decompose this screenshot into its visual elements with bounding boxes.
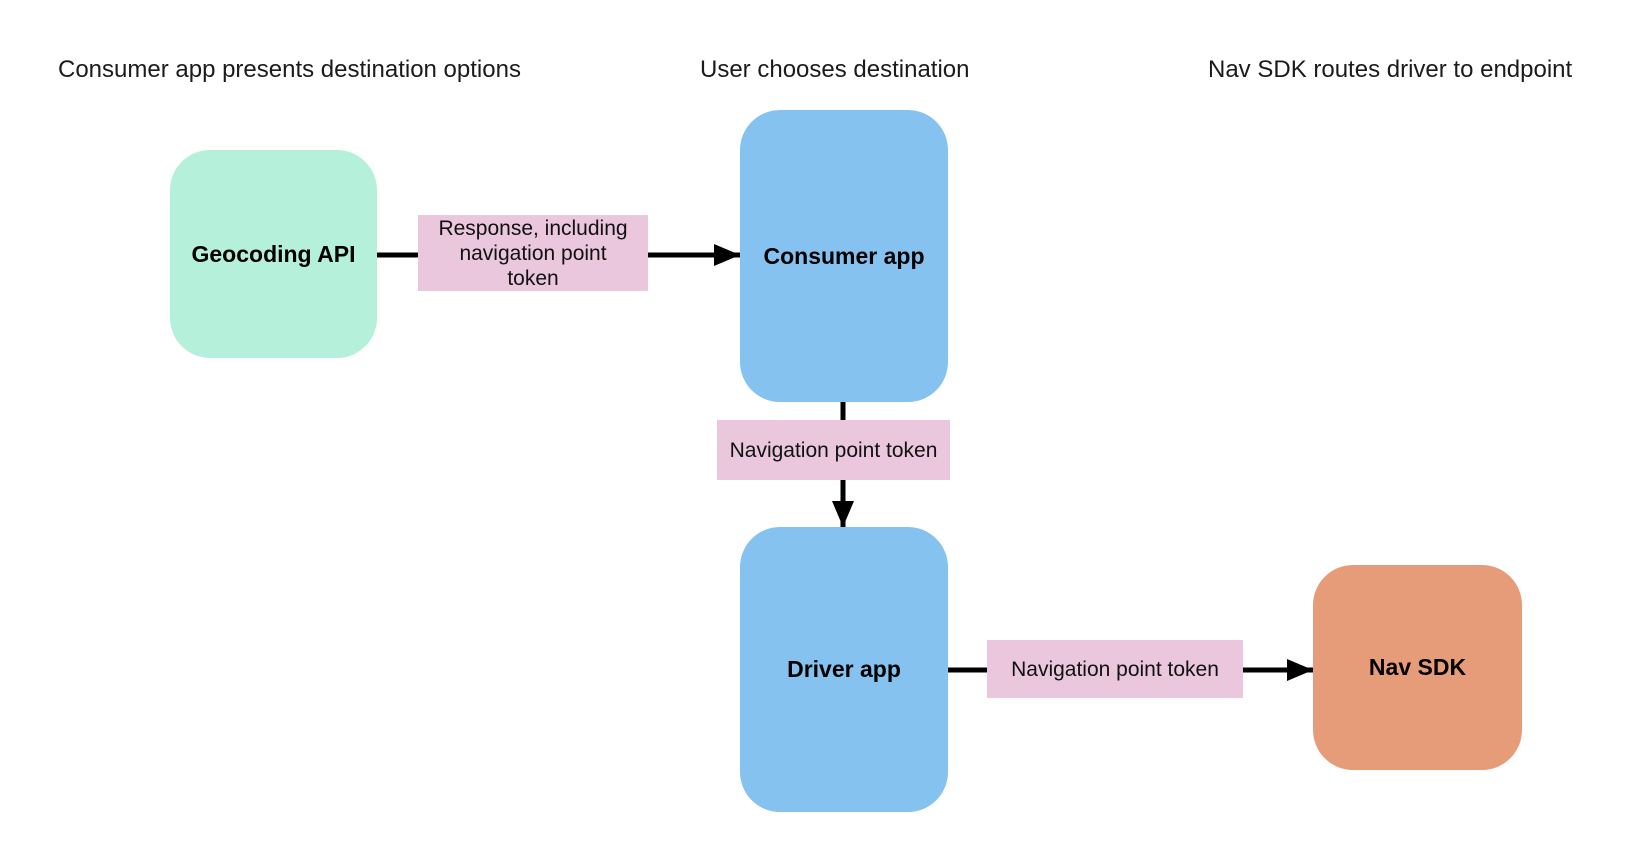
node-driver-app: Driver app xyxy=(740,527,948,812)
node-consumer-app: Consumer app xyxy=(740,110,948,402)
node-nav-sdk: Nav SDK xyxy=(1313,565,1522,770)
node-label-nav-sdk: Nav SDK xyxy=(1368,654,1467,680)
edge-label-response-token: Response, including navigation point tok… xyxy=(418,215,648,291)
stage-header-user-chooses: User chooses destination xyxy=(700,56,970,83)
stage-header-consumer-presents: Consumer app presents destination option… xyxy=(58,56,521,83)
node-label-consumer-app: Consumer app xyxy=(763,242,925,269)
node-geocoding-api: Geocoding API xyxy=(170,150,377,358)
node-label-geocoding-api: Geocoding API xyxy=(191,240,356,267)
edge-label-text: Navigation point token xyxy=(729,438,938,462)
node-label-driver-app: Driver app xyxy=(787,656,901,682)
stage-header-navsdk-routes: Nav SDK routes driver to endpoint xyxy=(1208,56,1573,83)
edge-label-text: Response, including navigation point tok… xyxy=(438,216,628,290)
edge-label-text: Navigation point token xyxy=(1011,657,1219,681)
edge-label-navigation-point-token-2: Navigation point token xyxy=(987,640,1243,698)
edge-label-navigation-point-token-1: Navigation point token xyxy=(717,420,950,480)
